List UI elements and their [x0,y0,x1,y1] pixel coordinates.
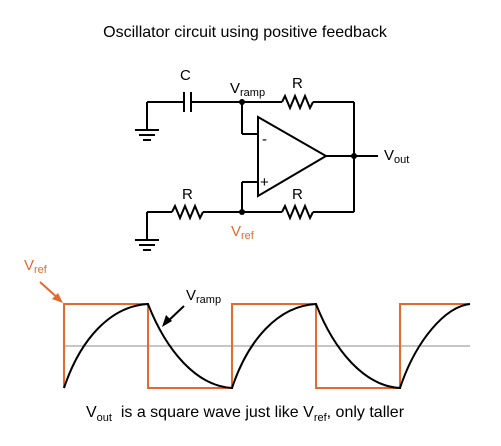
ground-symbol-bottom [135,212,159,251]
op-amp [257,115,328,198]
vref-circuit-label: Vref [231,223,255,242]
circuit-schematic [135,92,378,251]
resistor-top-label: R [292,75,303,92]
ground-symbol-top [135,102,159,141]
resistor-bottom-left [171,203,204,221]
opamp-plus-sign: + [260,174,269,191]
vramp-waveform [63,302,471,390]
vref-arrowhead [52,293,63,303]
opamp-minus-sign: - [262,131,267,148]
diagram-caption: Vout is a square wave just like Vref, on… [85,404,405,425]
junction-dot-vout [351,153,357,159]
diagram-title: Oscillator circuit using positive feedba… [103,24,387,41]
resistor-bottom-right-label: R [292,186,303,203]
resistor-top [281,93,314,111]
vramp-arrowhead [162,315,172,327]
capacitor-label: C [180,67,191,84]
junction-dot-vramp [239,99,245,105]
vref-wave-label: Vref [24,257,48,276]
junction-dot-vref [239,209,245,215]
vramp-wave-label: Vramp [186,287,221,306]
resistor-bottom-left-label: R [182,186,193,203]
resistor-bottom-right [281,203,314,221]
vref-square-wave [63,303,470,389]
vout-label: Vout [384,147,409,166]
capacitor [183,92,192,112]
vramp-label: Vramp [230,80,265,99]
